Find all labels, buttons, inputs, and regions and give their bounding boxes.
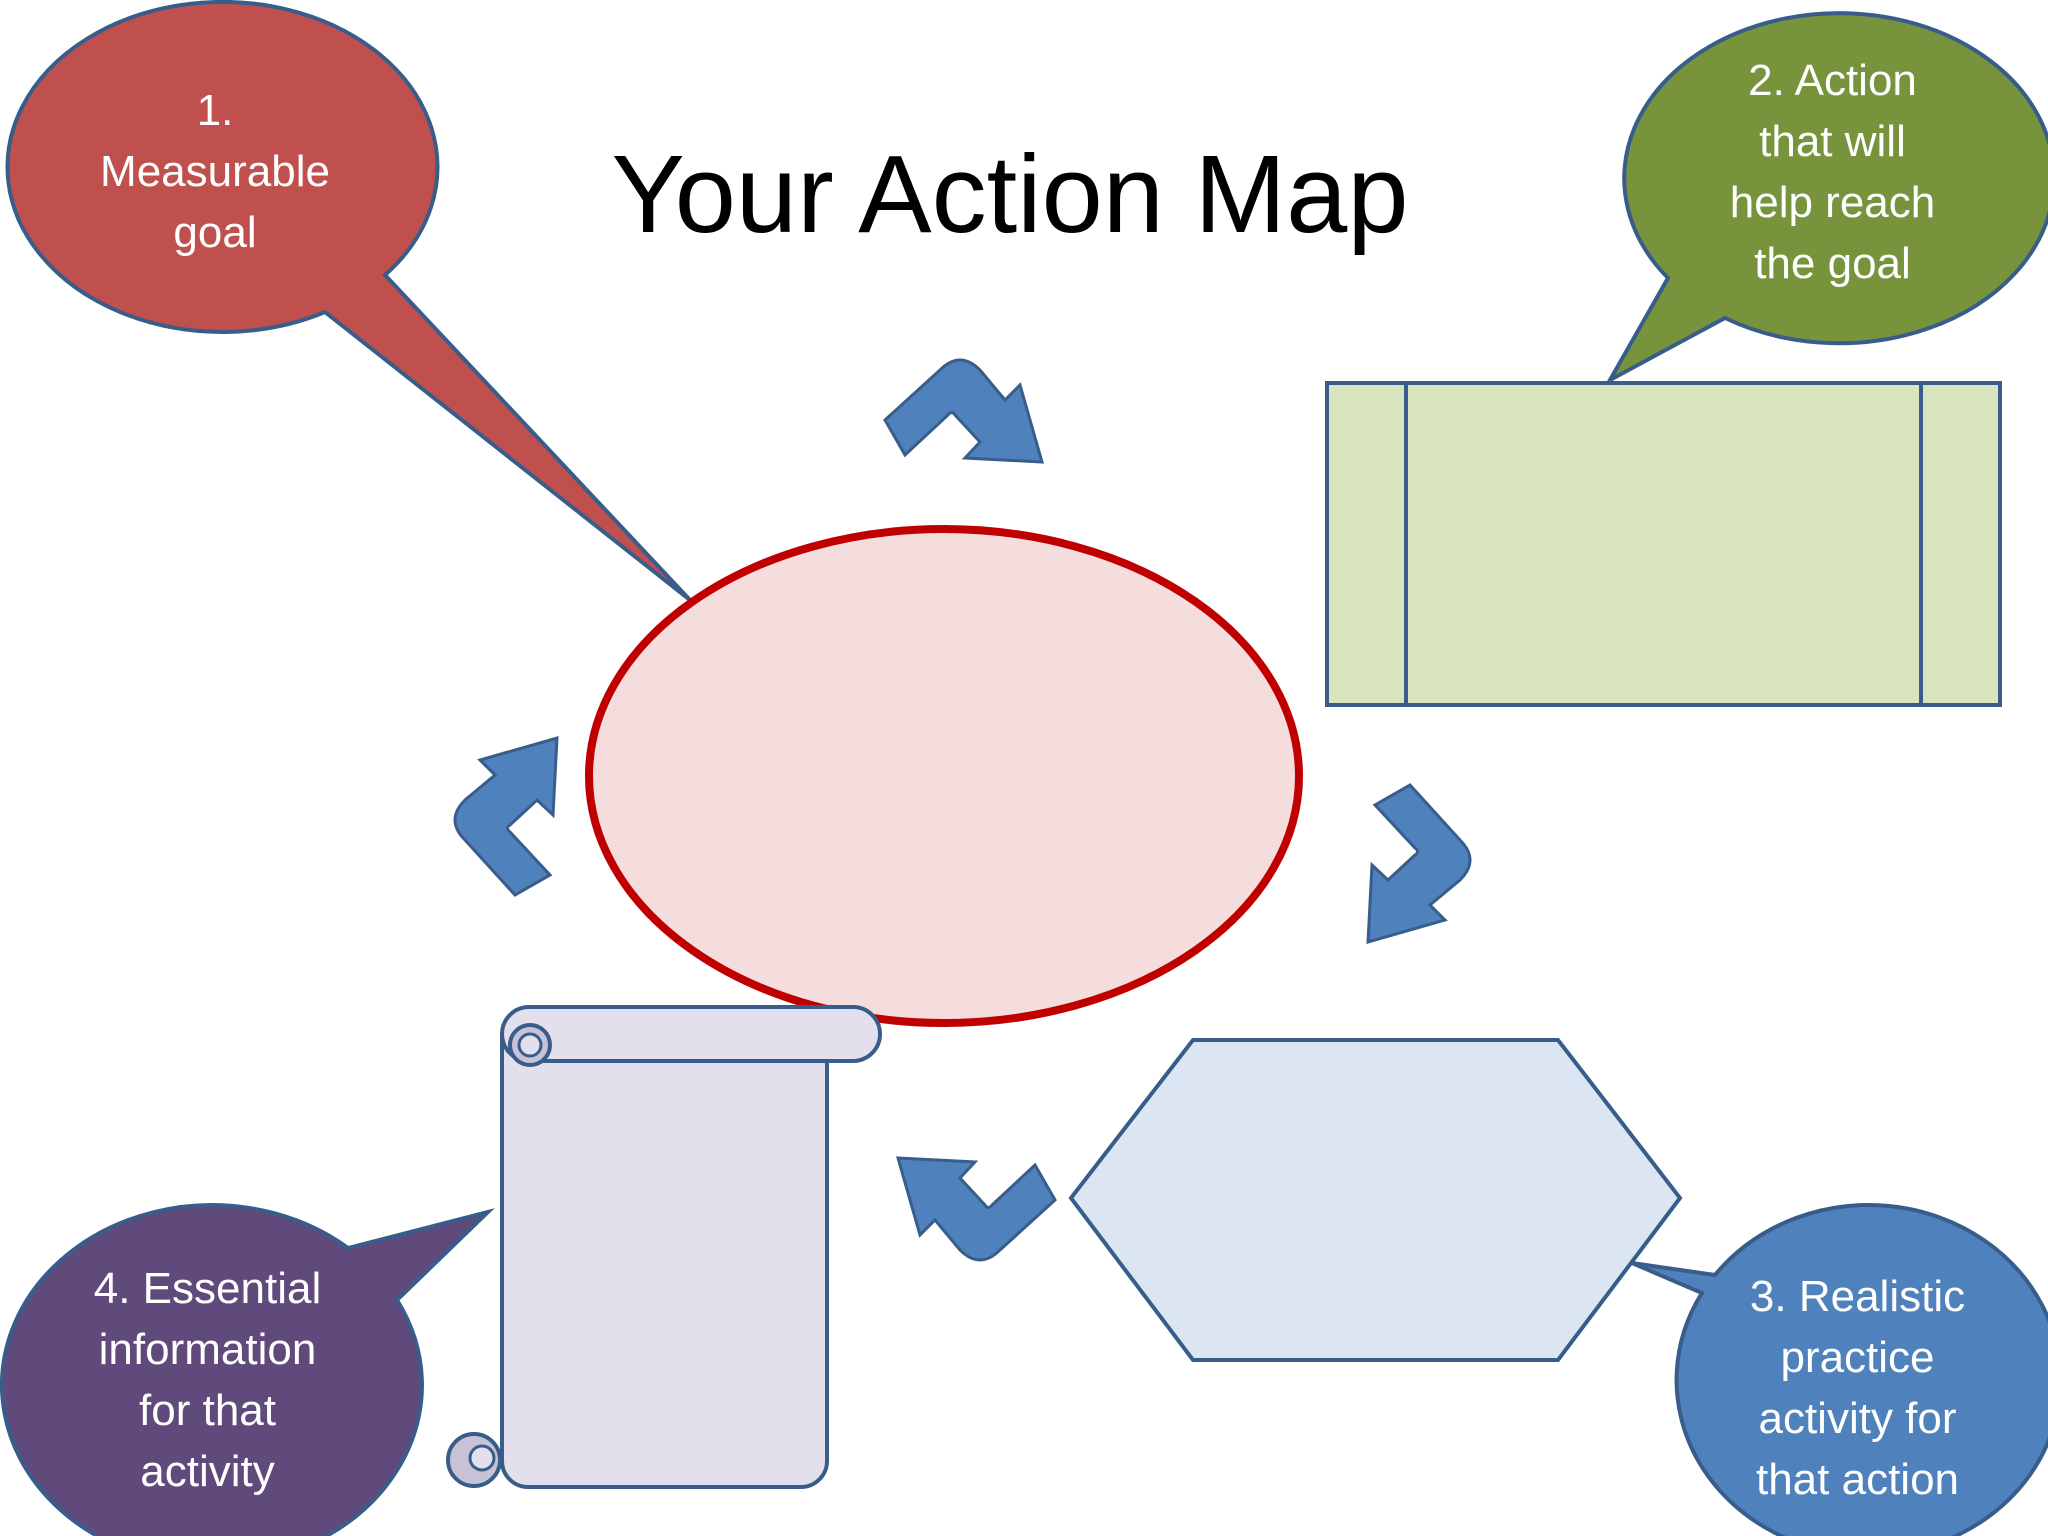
practice-callout-bubble bbox=[1631, 1203, 2048, 1536]
action-callout-label: 2. Action that will help reach the goal bbox=[1700, 50, 1965, 294]
page-title: Your Action Map bbox=[611, 133, 1409, 256]
information-callout-line: for that bbox=[139, 1386, 276, 1435]
arrow-left-icon bbox=[453, 736, 559, 897]
information-callout-line: 4. Essential bbox=[93, 1264, 322, 1313]
goal-callout-line: goal bbox=[173, 208, 257, 257]
info-scroll bbox=[446, 1005, 882, 1489]
action-frame bbox=[1325, 381, 2002, 707]
goal-callout-label: 1. Measurable goal bbox=[85, 80, 345, 263]
goal-callout-line: 1. bbox=[196, 86, 234, 135]
information-callout-line: activity bbox=[140, 1447, 275, 1496]
practice-callout-line: practice bbox=[1780, 1333, 1935, 1382]
information-callout-bubble bbox=[0, 1203, 495, 1536]
practice-callout-line: that action bbox=[1755, 1455, 1960, 1504]
practice-callout-line: 3. Realistic bbox=[1749, 1272, 1966, 1321]
arrow-bottom-icon bbox=[896, 1156, 1057, 1262]
action-callout-line: help reach bbox=[1729, 178, 1936, 227]
action-callout-bubble bbox=[1604, 11, 2048, 386]
action-callout-line: the goal bbox=[1754, 239, 1911, 288]
goal-callout-bubble bbox=[5, 0, 692, 602]
center-ellipse bbox=[585, 525, 1303, 1027]
information-callout-label: 4. Essential information for that activi… bbox=[60, 1258, 355, 1502]
practice-callout-line: activity for bbox=[1758, 1394, 1957, 1443]
practice-hexagon bbox=[1068, 1038, 1683, 1362]
practice-callout-label: 3. Realistic practice activity for that … bbox=[1710, 1266, 2005, 1510]
arrow-top-icon bbox=[883, 358, 1044, 464]
action-callout-line: 2. Action bbox=[1748, 56, 1917, 105]
arrow-right-icon bbox=[1366, 783, 1472, 944]
information-callout-line: information bbox=[98, 1325, 317, 1374]
action-callout-line: that will bbox=[1759, 117, 1906, 166]
goal-callout-line: Measurable bbox=[100, 147, 330, 196]
